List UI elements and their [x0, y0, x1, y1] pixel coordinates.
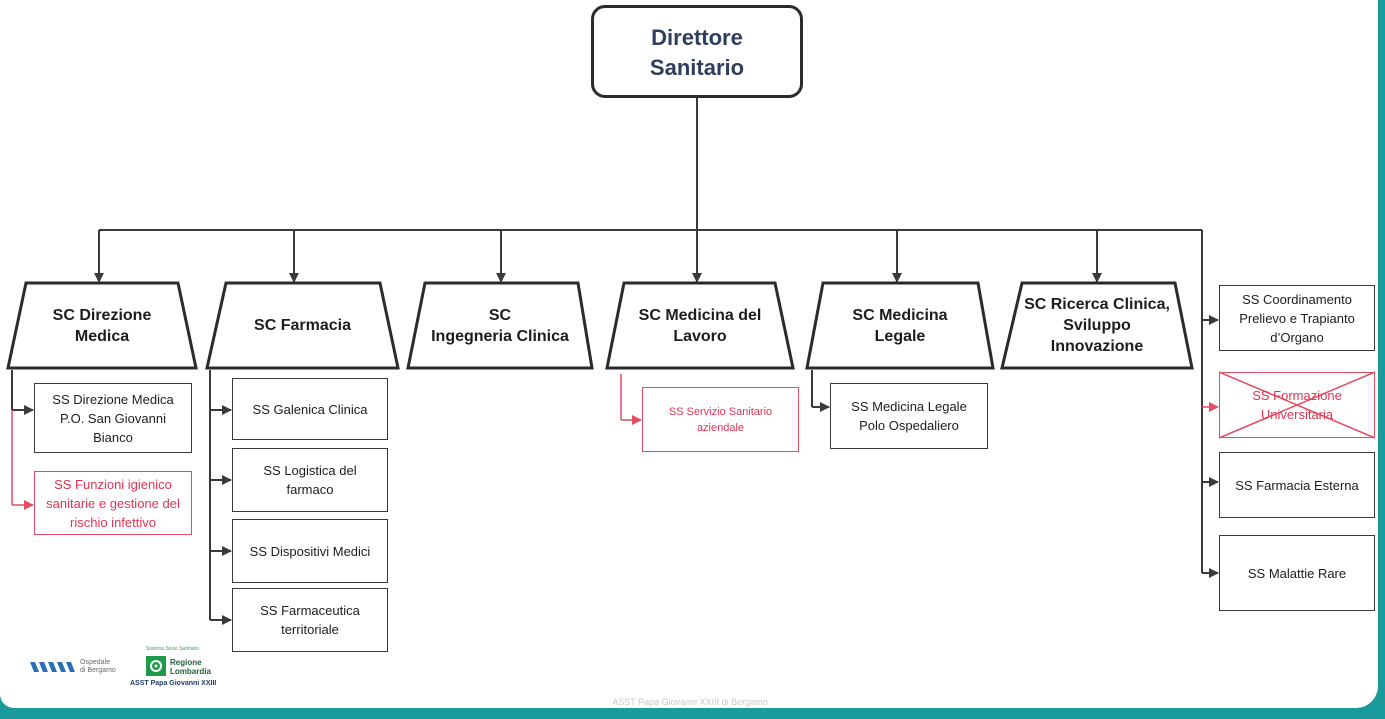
hospital-logo-icon [30, 662, 75, 672]
footer-logos: Ospedale di Bergamo Sistema Socio Sanita… [24, 642, 284, 694]
sc-ricerca-clinica: SC Ricerca Clinica, Sviluppo Innovazione [1024, 296, 1170, 355]
ss-coordinamento-prelievo-trapianto: SS Coordinamento Prelievo e Trapianto d’… [1219, 285, 1375, 351]
ss-farmacia-esterna: SS Farmacia Esterna [1219, 452, 1375, 518]
ss-medicina-legale-polo: SS Medicina Legale Polo Ospedaliero [830, 383, 988, 449]
ss-dispositivi-medici: SS Dispositivi Medici [232, 519, 388, 583]
ss-servizio-sanitario-aziendale: SS Servizio Sanitario aziendale [642, 387, 799, 452]
ss-formazione-universitaria-crossed: SS Formazione Universitaria [1219, 372, 1375, 438]
ss-direzione-medica-po: SS Direzione Medica P.O. San Giovanni Bi… [34, 383, 192, 453]
ss-farmaceutica-territoriale: SS Farmaceutica territoriale [232, 588, 388, 652]
sc-medicina-del-lavoro: SC Medicina del Lavoro [638, 306, 762, 345]
hospital-logo-text: Ospedale di Bergamo [80, 659, 116, 674]
org-chart: Direttore Sanitario SC Direzione Medica … [0, 0, 1378, 708]
sc-medicina-legale: SC Medicina Legale [852, 306, 948, 345]
direttore-sanitario-box: Direttore Sanitario [591, 5, 803, 98]
regione-lombardia-text: Regione Lombardia [170, 658, 211, 676]
ss-logistica-farmaco: SS Logistica del farmaco [232, 448, 388, 512]
footer-caption: ASST Papa Giovanni XXIII di Bergamo [612, 697, 768, 707]
ss-malattie-rare: SS Malattie Rare [1219, 535, 1375, 611]
ss-funzioni-igienico-sanitarie: SS Funzioni igienico sanitarie e gestion… [34, 471, 192, 535]
sc-direzione-medica: SC Direzione Medica [52, 306, 152, 345]
region-system-text: Sistema Socio Sanitario [146, 646, 200, 652]
regione-lombardia-rose-icon [146, 656, 166, 676]
asst-text: ASST Papa Giovanni XXIII [130, 680, 217, 687]
connector-lines [6, 98, 1376, 625]
ss-galenica-clinica: SS Galenica Clinica [232, 378, 388, 440]
sc-ingegneria-clinica: SC Ingegneria Clinica [431, 306, 569, 345]
sc-farmacia: SC Farmacia [254, 317, 351, 334]
